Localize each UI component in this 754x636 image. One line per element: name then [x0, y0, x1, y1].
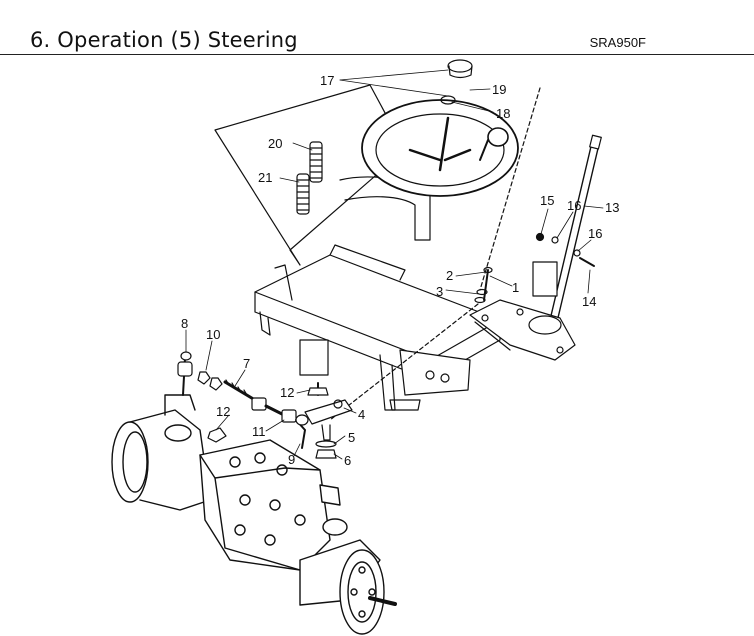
callout-5: 5: [348, 430, 355, 445]
callout-10: 10: [206, 327, 220, 342]
axle-assembly: [111, 394, 397, 635]
callout-12a: 12: [280, 385, 294, 400]
callout-6: 6: [344, 453, 351, 468]
header: 6. Operation (5) Steering SRA950F: [0, 0, 754, 56]
callout-16a: 16: [567, 198, 581, 213]
callout-19: 19: [492, 82, 506, 97]
leader-lines: [185, 69, 604, 460]
callout-9: 9: [288, 452, 295, 467]
callout-16b: 16: [588, 226, 602, 241]
tie-rod: [177, 351, 309, 449]
callout-17: 17: [320, 73, 334, 88]
callout-labels: 17 19 18 20 21 15 16 13 16 2 1 3 14 8 10…: [181, 73, 619, 468]
callout-1: 1: [512, 280, 519, 295]
callout-8: 8: [181, 316, 188, 331]
hardware-15-16-14: [532, 232, 595, 297]
header-rule: [0, 54, 754, 55]
model-code: SRA950F: [589, 35, 646, 50]
pitman-arm: [207, 382, 353, 459]
callout-12b: 12: [216, 404, 230, 419]
grip-21: [296, 173, 310, 215]
gearbox: [469, 299, 576, 361]
callout-2: 2: [446, 268, 453, 283]
callout-21: 21: [258, 170, 272, 185]
callout-7: 7: [243, 356, 250, 371]
callout-11: 11: [252, 424, 266, 439]
callout-15: 15: [540, 193, 554, 208]
bolt-set-1-3: [329, 266, 493, 421]
grip-20: [309, 141, 323, 183]
callout-4: 4: [358, 407, 365, 422]
callout-14: 14: [582, 294, 596, 309]
callout-3: 3: [436, 284, 443, 299]
page-title: 6. Operation (5) Steering: [30, 28, 298, 52]
callout-13: 13: [605, 200, 619, 215]
steering-wheel: [361, 59, 519, 197]
frame: [254, 244, 501, 411]
callout-20: 20: [268, 136, 282, 151]
callout-18: 18: [496, 106, 510, 121]
